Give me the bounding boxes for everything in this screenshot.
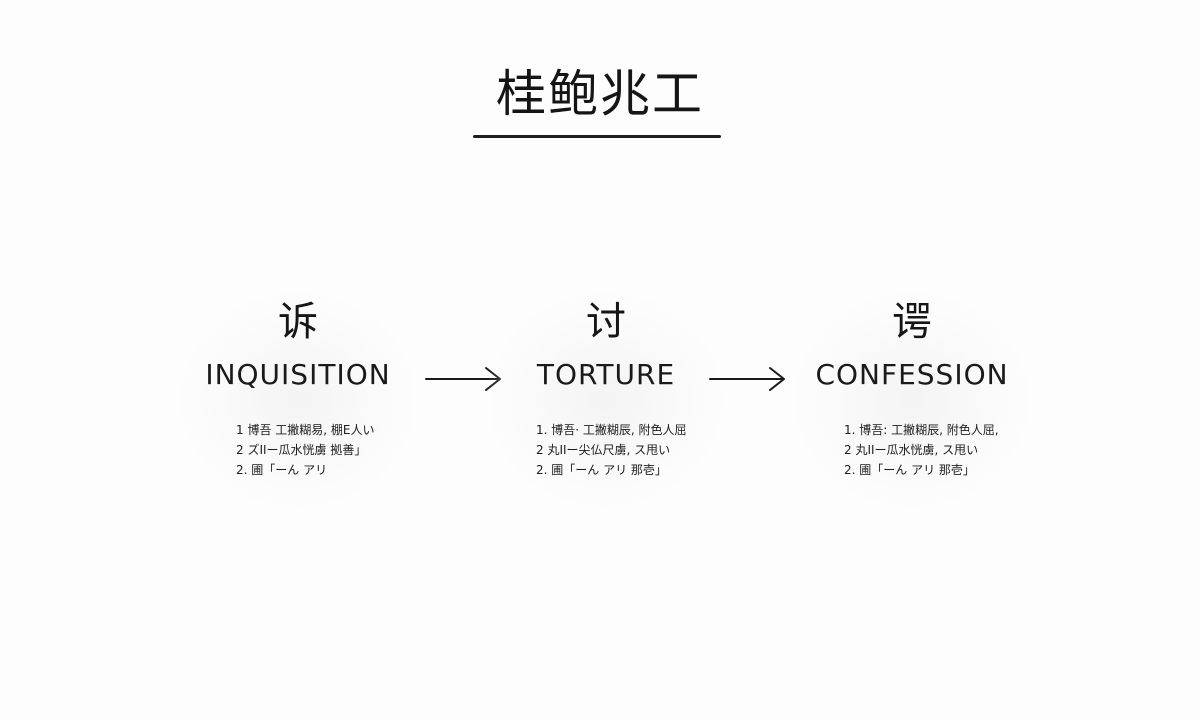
note-item: 2. 圃「ーん アリ — [236, 463, 328, 477]
stage-character: 诉 — [278, 299, 318, 345]
stage-notes: 1 博吾 工撇糊易, 棚E人い 2 ズIIー瓜水恍虜 拠善」 2. 圃「ーん ア… — [236, 420, 374, 480]
stage-character: 谔 — [892, 299, 932, 345]
stage-torture: 讨 TORTURE 1. 博吾· 工撇糊辰, 附色人屈 2 丸IIー尖仏尺虜, … — [466, 290, 746, 510]
stage-confession: 谔 CONFESSION 1. 博吾: 工撇糊辰, 附色人屈, 2 丸IIー瓜水… — [772, 290, 1052, 510]
stage-label: TORTURE — [536, 358, 676, 391]
note-item: 2 丸IIー尖仏尺虜, ス甩い — [536, 443, 671, 457]
stage-background — [178, 290, 418, 510]
stage-label: CONFESSION — [815, 358, 1009, 391]
stage-character: 讨 — [586, 299, 626, 345]
stage-label: INQUISITION — [205, 358, 391, 391]
stage-notes: 1. 博吾· 工撇糊辰, 附色人屈 2 丸IIー尖仏尺虜, ス甩い 2. 圃「ー… — [536, 420, 687, 480]
note-item: 1 博吾 工撇糊易, 棚E人い — [236, 423, 375, 437]
note-item: 2. 圃「ーん アリ 那壱」 — [536, 463, 667, 477]
stage-background — [486, 290, 726, 510]
stage-notes: 1. 博吾: 工撇糊辰, 附色人屈, 2 丸IIー瓜水恍虜, ス甩い 2. 圃「… — [844, 420, 999, 480]
title-underline — [473, 135, 721, 138]
note-item: 2. 圃「ーん アリ 那壱」 — [844, 463, 975, 477]
note-item: 2 丸IIー瓜水恍虜, ス甩い — [844, 443, 979, 457]
note-item: 1. 博吾· 工撇糊辰, 附色人屈 — [536, 423, 687, 437]
stage-inquisition: 诉 INQUISITION 1 博吾 工撇糊易, 棚E人い 2 ズIIー瓜水恍虜… — [158, 290, 438, 510]
note-item: 1. 博吾: 工撇糊辰, 附色人屈, — [844, 423, 999, 437]
note-item: 2 ズIIー瓜水恍虜 拠善」 — [236, 443, 367, 457]
diagram-title: 桂鲍兆工 — [496, 65, 704, 123]
arrow-right-icon — [709, 367, 785, 391]
stage-background — [792, 290, 1032, 510]
